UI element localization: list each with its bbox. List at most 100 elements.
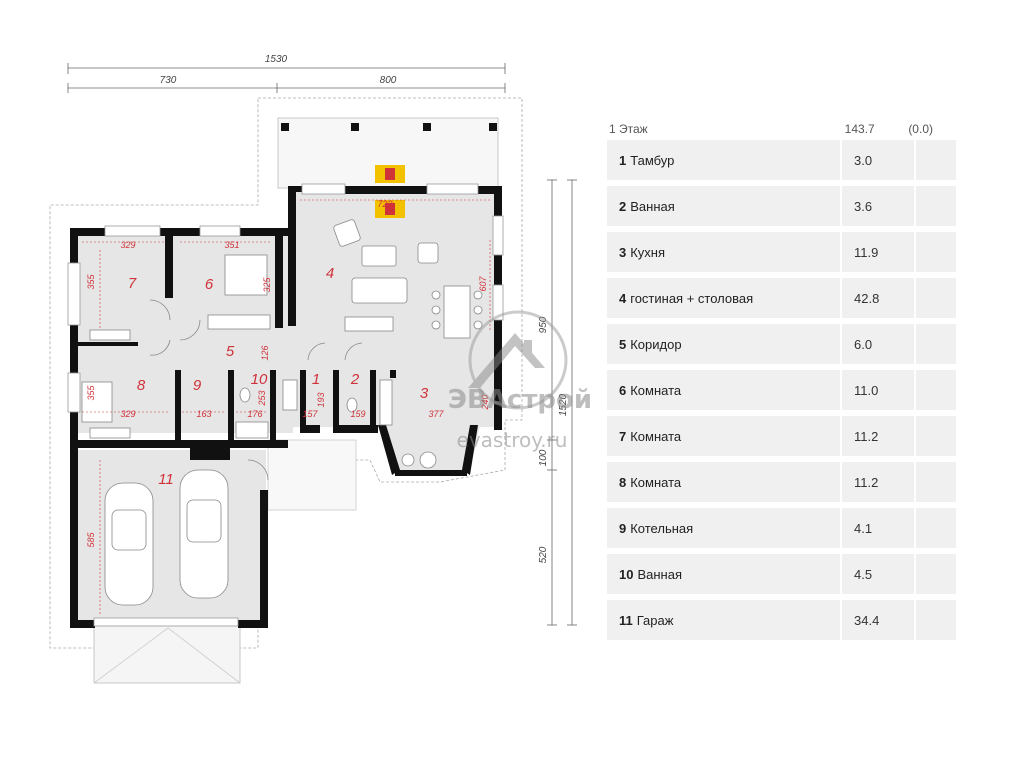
dim-right: 800 xyxy=(380,75,397,86)
room-number: 6 xyxy=(619,382,627,398)
dim-329-bottom: 329 xyxy=(120,409,135,419)
driveway xyxy=(93,624,241,684)
room-number-5: 5 xyxy=(226,343,235,360)
walls xyxy=(70,186,502,628)
room-area-cell: 6.0 xyxy=(842,324,914,364)
room-name: Ванная xyxy=(630,198,675,214)
room-number-10: 10 xyxy=(251,371,268,388)
room-extra-cell xyxy=(916,232,956,272)
floor-label: 1 Этаж xyxy=(609,122,648,136)
dim-355-bottom: 355 xyxy=(86,385,96,401)
room-number-1: 1 xyxy=(312,371,320,388)
dim-right-low: 520 xyxy=(538,546,549,563)
dim-355-top: 355 xyxy=(86,274,96,290)
table-header: 1 Этаж 143.7 (0.0) xyxy=(607,118,963,140)
dim-right-mid: 100 xyxy=(538,449,549,466)
room-name: Котельная xyxy=(630,520,694,536)
room-extra-cell xyxy=(916,600,956,640)
furniture xyxy=(81,219,483,606)
room-area-cell: 11.9 xyxy=(842,232,914,272)
dim-607: 607 xyxy=(478,276,488,292)
dim-right-total: 1520 xyxy=(558,393,569,416)
dimension-lines-right xyxy=(547,179,577,626)
room-name: Комната xyxy=(630,428,682,444)
room-number: 1 xyxy=(619,152,627,168)
room-name: Кухня xyxy=(630,244,666,260)
room-number: 10 xyxy=(619,566,634,582)
room-number: 8 xyxy=(619,474,627,490)
room-number: 7 xyxy=(619,428,627,444)
room-extra-cell xyxy=(916,554,956,594)
dim-total: 1530 xyxy=(265,54,288,65)
room-number: 11 xyxy=(619,612,633,628)
room-name: Комната xyxy=(630,382,682,398)
room-area-cell: 42.8 xyxy=(842,278,914,318)
room-number-4: 4 xyxy=(326,265,334,282)
watermark-site: evastroy.ru xyxy=(457,428,568,452)
room-name: Коридор xyxy=(630,336,682,352)
floor-extra-area: (0.0) xyxy=(908,122,933,136)
dim-193: 193 xyxy=(316,392,326,407)
watermark-brand: ЭВАстрой xyxy=(448,385,592,415)
dim-157: 157 xyxy=(302,409,318,419)
room-extra-cell xyxy=(916,324,956,364)
room-area-cell: 4.1 xyxy=(842,508,914,548)
room-extra-cell xyxy=(916,370,956,410)
room-number: 9 xyxy=(619,520,627,536)
room-number-3: 3 xyxy=(420,385,429,402)
dim-253: 253 xyxy=(257,390,267,406)
room-extra-cell xyxy=(916,462,956,502)
dim-left: 730 xyxy=(160,75,177,86)
room-area-cell: 4.5 xyxy=(842,554,914,594)
room-extra-cell xyxy=(916,416,956,456)
room-area-cell: 11.0 xyxy=(842,370,914,410)
terrace-posts xyxy=(281,123,497,131)
roof-outline xyxy=(49,97,523,649)
dim-159: 159 xyxy=(350,409,365,419)
inner-dimension-guides xyxy=(82,199,491,615)
dim-325: 325 xyxy=(262,277,272,293)
entrance-step xyxy=(267,439,357,511)
dimension-lines-top xyxy=(67,63,506,93)
room-number: 4 xyxy=(619,290,627,306)
dim-163: 163 xyxy=(196,409,211,419)
room-name: Гараж xyxy=(636,612,674,628)
dim-351: 351 xyxy=(224,240,239,250)
room-name: Ванная xyxy=(637,566,682,582)
room-extra-cell xyxy=(916,140,956,180)
dim-right-side: 950 xyxy=(538,316,549,333)
room-number-7: 7 xyxy=(128,275,137,292)
room-name: Тамбур xyxy=(630,152,675,168)
dim-329-top: 329 xyxy=(120,240,135,250)
room-extra-cell xyxy=(916,508,956,548)
room-area-cell: 3.0 xyxy=(842,140,914,180)
room-number-6: 6 xyxy=(205,276,214,293)
floor-plan: 1530 730 800 950 1520 100 520 xyxy=(49,54,592,684)
room-number: 5 xyxy=(619,336,627,352)
room-extra-cell xyxy=(916,278,956,318)
windows xyxy=(67,183,504,627)
dim-585: 585 xyxy=(86,532,96,548)
room-name: Комната xyxy=(630,474,682,490)
room-number: 2 xyxy=(619,198,627,214)
